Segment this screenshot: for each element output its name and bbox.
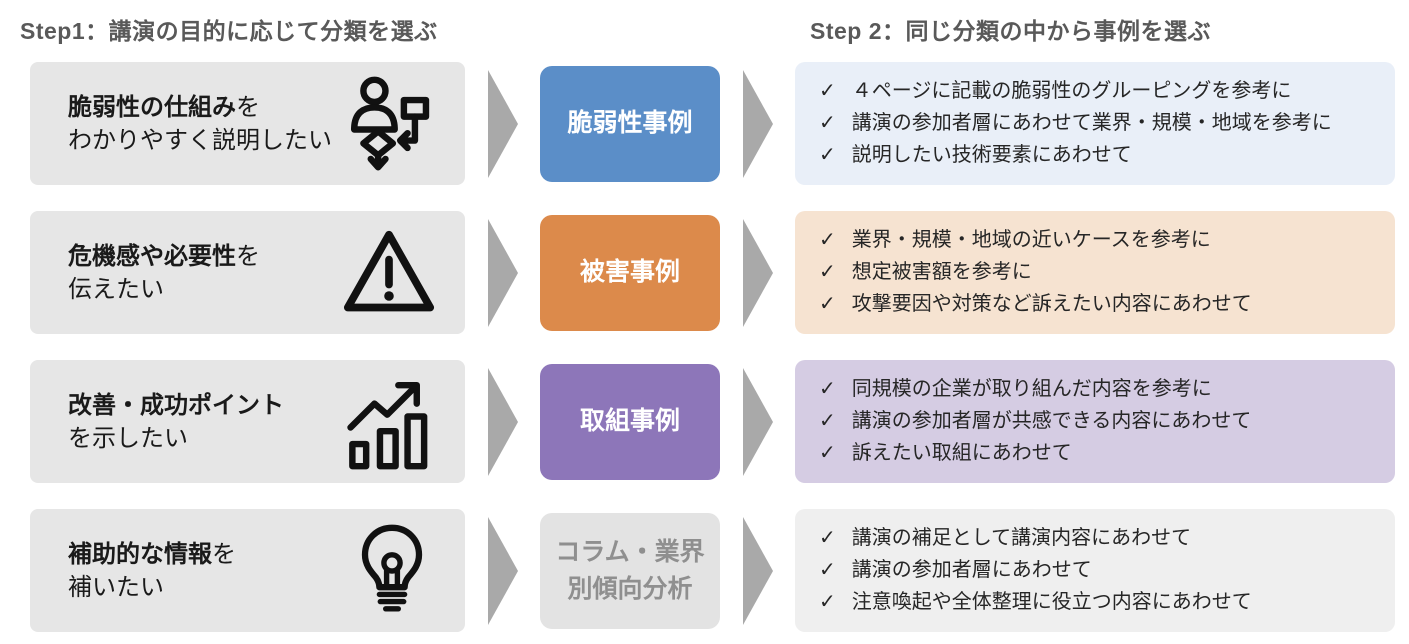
checklist-box: ✓ 業界・規模・地域の近いケースを参考に ✓ 想定被害額を参考に ✓ 攻撃要因や対策な… [795, 211, 1395, 334]
purpose-box: 脆弱性の仕組みを わかりやすく説明したい [30, 62, 465, 185]
check-item: ✓ 攻撃要因や対策など訴えたい内容にあわせて [819, 290, 1371, 319]
category-box-initiative: 取組事例 [540, 363, 720, 480]
purpose-box: 補助的な情報を 補いたい [30, 509, 465, 632]
purpose-line2: 伝えたい [68, 275, 164, 303]
check-item-text: 注意喚起や全体整理に役立つ内容にあわせて [851, 591, 1252, 613]
right-arrow-icon [487, 69, 518, 178]
purpose-line2: わかりやすく説明したい [68, 126, 332, 154]
arrow-zone [720, 509, 795, 632]
checkmark-icon: ✓ [819, 144, 836, 166]
check-item: ✓ 講演の補足として講演内容にあわせて [819, 524, 1371, 553]
growth-chart-icon [347, 381, 428, 469]
category-label: 脆弱性事例 [567, 109, 693, 137]
right-arrow-icon [742, 516, 773, 625]
checkmark-icon: ✓ [819, 559, 836, 581]
checklist-box: ✓ ４ページに記載の脆弱性のグルーピングを参考に ✓ 講演の参加者層にあわせて業界・… [795, 62, 1395, 185]
step1-title: Step1：講演の目的に応じて分類を選ぶ [20, 18, 438, 44]
check-item: ✓ ４ページに記載の脆弱性のグルーピングを参考に [819, 77, 1371, 106]
purpose-line1-bold: 危機感や必要性 [68, 242, 236, 270]
checkmark-icon: ✓ [819, 229, 836, 251]
purpose-line2: を示したい [68, 424, 188, 452]
purpose-text: 脆弱性の仕組みを わかりやすく説明したい [68, 91, 332, 157]
check-item-text: 訴えたい取組にあわせて [851, 442, 1072, 464]
purpose-line1-rest: を [236, 242, 260, 270]
right-arrow-icon [742, 367, 773, 476]
check-item-text: 同規模の企業が取り組んだ内容を参考に [851, 378, 1212, 400]
purpose-text: 補助的な情報を 補いたい [68, 538, 236, 604]
category-label: 取組事例 [579, 407, 680, 435]
checkmark-icon: ✓ [819, 261, 836, 283]
checkmark-icon: ✓ [819, 410, 836, 432]
row-vulnerability: 脆弱性の仕組みを わかりやすく説明したい 脆弱性事例 [30, 62, 1395, 185]
right-arrow-icon [742, 69, 773, 178]
check-item: ✓ 業界・規模・地域の近いケースを参考に [819, 226, 1371, 255]
purpose-line1-bold: 補助的な情報 [68, 540, 212, 568]
arrow-zone [720, 360, 795, 483]
check-item-text: 講演の補足として講演内容にあわせて [851, 527, 1192, 549]
checkmark-icon: ✓ [819, 80, 836, 102]
check-item-text: 講演の参加者層にあわせて業界・規模・地域を参考に [851, 112, 1332, 134]
check-item: ✓ 同規模の企業が取り組んだ内容を参考に [819, 375, 1371, 404]
check-item: ✓ 講演の参加者層にあわせて [819, 556, 1371, 585]
purpose-box: 危機感や必要性を 伝えたい [30, 211, 465, 334]
check-item: ✓ 講演の参加者層にあわせて業界・規模・地域を参考に [819, 109, 1371, 138]
category-box-vulnerability: 脆弱性事例 [540, 65, 720, 182]
arrow-zone [720, 211, 795, 334]
row-initiative: 改善・成功ポイント を示したい 取組事例 [30, 360, 1395, 483]
check-item: ✓ 講演の参加者層が共感できる内容にあわせて [819, 407, 1371, 436]
row-damage: 危機感や必要性を 伝えたい 被害事例 ✓ 業界・規模・地域の近いケースを参考に [30, 211, 1395, 334]
arrow-zone [465, 360, 540, 483]
check-item-text: 講演の参加者層が共感できる内容にあわせて [851, 410, 1252, 432]
checkmark-icon: ✓ [819, 112, 836, 134]
purpose-box: 改善・成功ポイント を示したい [30, 360, 465, 483]
category-box-damage: 被害事例 [540, 214, 720, 331]
checkmark-icon: ✓ [819, 442, 836, 464]
checklist-box: ✓ 同規模の企業が取り組んだ内容を参考に ✓ 講演の参加者層が共感できる内容にあわせ… [795, 360, 1395, 483]
right-arrow-icon [742, 218, 773, 327]
check-item-text: 講演の参加者層にあわせて [851, 559, 1092, 581]
checkmark-icon: ✓ [819, 293, 836, 315]
checklist-box: ✓ 講演の補足として講演内容にあわせて ✓ 講演の参加者層にあわせて ✓ 注意喚起や全… [795, 509, 1395, 632]
purpose-line1-bold: 改善・成功ポイント [68, 391, 284, 419]
arrow-zone [720, 62, 795, 185]
purpose-line1-bold: 脆弱性の仕組み [68, 93, 236, 121]
category-label: 被害事例 [579, 258, 680, 286]
arrow-zone [465, 62, 540, 185]
arrow-zone [465, 211, 540, 334]
check-item: ✓ 訴えたい取組にあわせて [819, 439, 1371, 468]
right-arrow-icon [487, 367, 518, 476]
checkmark-icon: ✓ [819, 591, 836, 613]
right-arrow-icon [487, 218, 518, 327]
person-flowchart-icon [350, 76, 430, 170]
purpose-line2: 補いたい [68, 573, 164, 601]
check-item-text: ４ページに記載の脆弱性のグルーピングを参考に [851, 80, 1292, 102]
purpose-line1-rest: を [236, 93, 260, 121]
checkmark-icon: ✓ [819, 378, 836, 400]
right-arrow-icon [487, 516, 518, 625]
category-label: コラム・業界別傾向分析 [555, 537, 705, 603]
purpose-line1-rest: を [212, 540, 236, 568]
category-box-column: コラム・業界別傾向分析 [540, 512, 720, 629]
diagram-rows: 脆弱性の仕組みを わかりやすく説明したい 脆弱性事例 [30, 62, 1395, 632]
check-item: ✓ 注意喚起や全体整理に役立つ内容にあわせて [819, 588, 1371, 617]
arrow-zone [465, 509, 540, 632]
step2-title: Step 2：同じ分類の中から事例を選ぶ [810, 18, 1212, 44]
check-item-text: 想定被害額を参考に [851, 261, 1032, 283]
check-item-text: 説明したい技術要素にあわせて [851, 144, 1132, 166]
check-item: ✓ 説明したい技術要素にあわせて [819, 141, 1371, 170]
check-item: ✓ 想定被害額を参考に [819, 258, 1371, 287]
row-column-analysis: 補助的な情報を 補いたい コラム・業界別傾向分析 [30, 509, 1395, 632]
check-item-text: 攻撃要因や対策など訴えたい内容にあわせて [851, 293, 1252, 315]
lightbulb-icon [361, 524, 423, 611]
purpose-text: 改善・成功ポイント を示したい [68, 389, 284, 455]
checkmark-icon: ✓ [819, 527, 836, 549]
purpose-text: 危機感や必要性を 伝えたい [68, 240, 260, 306]
check-item-text: 業界・規模・地域の近いケースを参考に [851, 229, 1211, 251]
warning-triangle-icon [343, 230, 435, 311]
